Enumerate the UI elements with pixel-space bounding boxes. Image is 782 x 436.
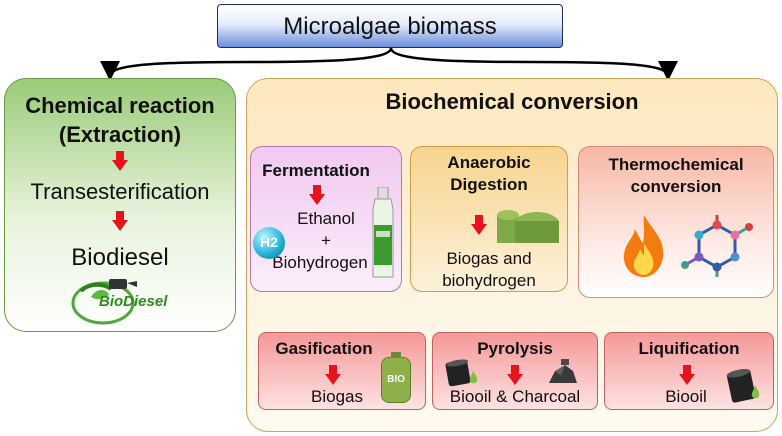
anaerobic-line1: Biogas and: [446, 249, 532, 268]
liquification-title: Liquification: [638, 339, 740, 358]
chemical-title-line1: Chemical reaction: [25, 93, 215, 118]
anaerobic-line2: biohydrogen: [442, 271, 536, 290]
biodiesel-logo-text: BioDiesel: [99, 293, 168, 310]
fermentation-arrow: [309, 185, 325, 205]
liquification-product: Biooil: [665, 387, 707, 406]
gas-cylinder-valve: [391, 352, 401, 358]
gasification-arrow: [325, 365, 341, 385]
biodiesel-logo: BioDiesel: [63, 277, 181, 325]
chemical-arrow-2: [112, 211, 128, 231]
fermentation-title: Fermentation: [262, 161, 370, 180]
connector-root-left: [100, 47, 393, 81]
biogas-digester-icon: [497, 210, 559, 243]
flame-icon: [623, 215, 664, 277]
gas-cylinder-label: BIO: [387, 374, 405, 385]
pyrolysis-title: Pyrolysis: [477, 339, 553, 358]
gasification-box: Gasification Biogas BIO: [258, 332, 426, 410]
thermochemical-title-line1: Thermochemical: [608, 155, 744, 174]
chemical-step-transesterification: Transesterification: [30, 179, 210, 204]
root-node: Microalgae biomass: [217, 4, 563, 48]
gasification-title: Gasification: [275, 339, 373, 358]
gas-cylinder-icon: BIO: [381, 352, 411, 403]
pyrolysis-box: Pyrolysis Biooil & Charcoal: [432, 332, 598, 410]
pyrolysis-product: Biooil & Charcoal: [449, 387, 581, 406]
fermentation-line2: +: [321, 231, 331, 250]
anaerobic-digestion-box: Anaerobic Digestion Biogas and biohydrog…: [410, 146, 568, 292]
oil-barrel-icon: [445, 359, 478, 387]
molecule-structure-icon: [681, 215, 753, 277]
charcoal-pile-icon: [549, 359, 577, 383]
anaerobic-title-line1: Anaerobic: [447, 153, 531, 172]
chemical-title-line2: (Extraction): [58, 122, 182, 147]
biochemical-title: Biochemical conversion: [385, 89, 639, 114]
root-label: Microalgae biomass: [283, 13, 497, 40]
thermochemical-conversion-box: Thermochemical conversion: [578, 146, 774, 298]
pyrolysis-arrow: [507, 365, 523, 385]
anaerobic-title-line2: Digestion: [450, 175, 528, 194]
ethanol-bottle-icon: [372, 187, 394, 278]
thermochemical-title-line2: conversion: [630, 177, 722, 196]
fermentation-box: Fermentation Ethanol + Biohydrogen H2: [250, 146, 402, 292]
biodiesel-logo-icon: [71, 279, 137, 325]
h2-molecule-icon: H2: [253, 227, 285, 259]
chemical-step-biodiesel: Biodiesel: [71, 244, 169, 271]
chemical-reaction-panel: Chemical reaction (Extraction) Transeste…: [4, 78, 236, 332]
anaerobic-arrow: [471, 215, 487, 235]
chemical-arrow-1: [112, 151, 128, 171]
oil-barrel-icon: [726, 369, 760, 403]
liquification-box: Liquification Biooil: [604, 332, 774, 410]
fermentation-line3: Biohydrogen: [272, 253, 368, 272]
fermentation-line1: Ethanol: [297, 209, 355, 228]
connector-root-right: [389, 47, 678, 81]
gasification-product: Biogas: [311, 387, 363, 406]
h2-label: H2: [260, 234, 278, 250]
liquification-arrow: [679, 365, 695, 385]
